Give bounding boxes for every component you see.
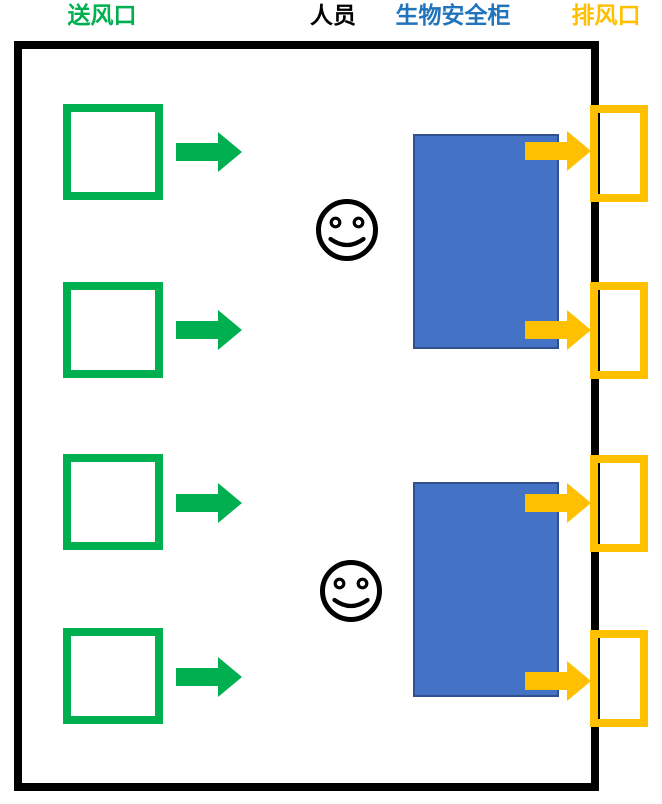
label-personnel: 人员 [310,3,356,29]
exhaust-vent-3 [590,455,648,552]
label-exhaust-vent: 排风口 [571,3,641,29]
supply-vent-2 [63,282,163,378]
label-supply-vent: 送风口 [67,3,137,29]
person-smiley-icon-2 [320,560,382,622]
room-outline [14,41,599,791]
exhaust-vent-4 [590,630,648,727]
label-biosafety-cabinet: 生物安全柜 [395,3,511,29]
supply-vent-3 [63,454,163,550]
biosafety-cabinet-1 [413,134,559,349]
exhaust-vent-2 [590,282,648,379]
supply-vent-4 [63,628,163,724]
biosafety-cabinet-2 [413,482,559,697]
supply-vent-1 [63,104,163,200]
person-smiley-icon-1 [316,199,378,261]
exhaust-vent-1 [590,105,648,202]
